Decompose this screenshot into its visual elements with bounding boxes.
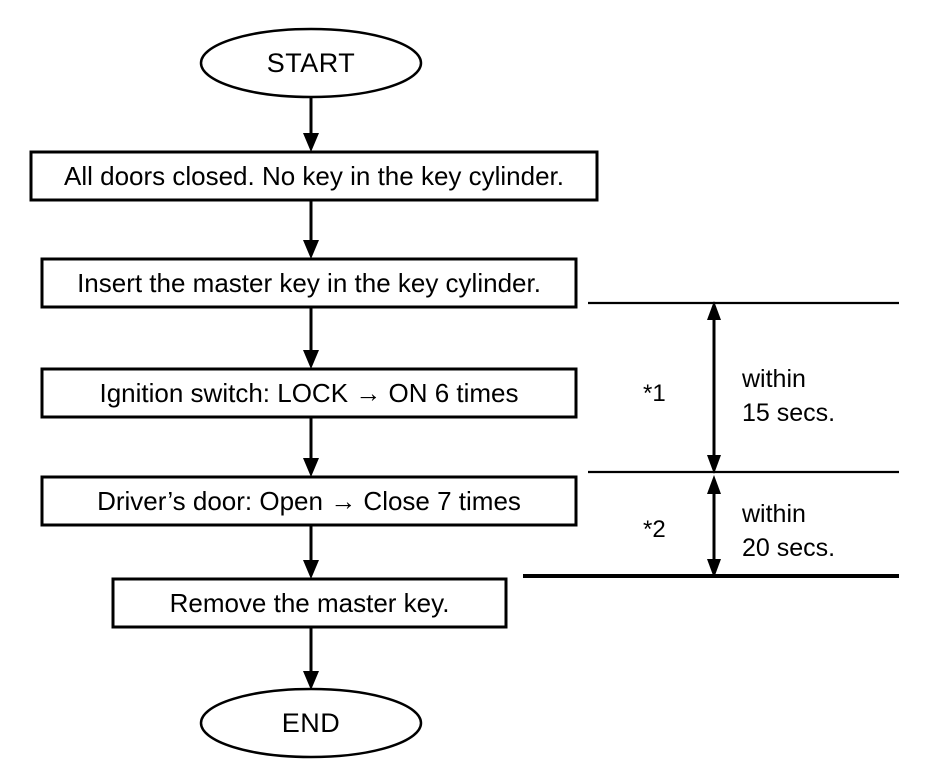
arrow-head-icon bbox=[707, 559, 721, 578]
timing-note2-line1: within bbox=[742, 500, 806, 528]
node-step2-shape bbox=[40, 257, 578, 309]
node-start-label: START bbox=[266, 48, 356, 78]
timing-note1-ref: *1 bbox=[643, 380, 666, 407]
node-step2-label: Insert the master key in the key cylinde… bbox=[77, 268, 541, 298]
node-step3-label: Ignition switch: LOCK → ON 6 times bbox=[99, 378, 519, 408]
arrow-head-icon bbox=[303, 240, 319, 259]
arrow-head-icon bbox=[303, 350, 319, 369]
node-step4-label: Driver’s door: Open → Close 7 times bbox=[97, 486, 521, 516]
arrow-head-icon bbox=[303, 133, 319, 152]
timing-note1-line1: within bbox=[742, 365, 806, 393]
node-step1-label: All doors closed. No key in the key cyli… bbox=[63, 161, 565, 191]
arrow-head-icon bbox=[707, 301, 721, 320]
arrow-head-icon bbox=[303, 671, 319, 690]
arrow-head-icon bbox=[303, 560, 319, 579]
node-step4-shape bbox=[40, 475, 578, 527]
arrow-head-icon bbox=[707, 475, 721, 494]
node-end-shape bbox=[199, 687, 423, 759]
node-step5-shape bbox=[111, 577, 508, 629]
arrow-head-icon bbox=[707, 455, 721, 474]
arrow-head-icon bbox=[303, 458, 319, 477]
node-step5-label: Remove the master key. bbox=[169, 588, 450, 618]
node-step3-shape bbox=[40, 367, 578, 419]
timing-note1-line2: 15 secs. bbox=[742, 399, 836, 427]
node-end-label: END bbox=[281, 708, 341, 738]
node-step1-shape bbox=[29, 150, 599, 202]
timing-note2-line2: 20 secs. bbox=[742, 534, 836, 562]
timing-note2-ref: *2 bbox=[643, 516, 666, 543]
